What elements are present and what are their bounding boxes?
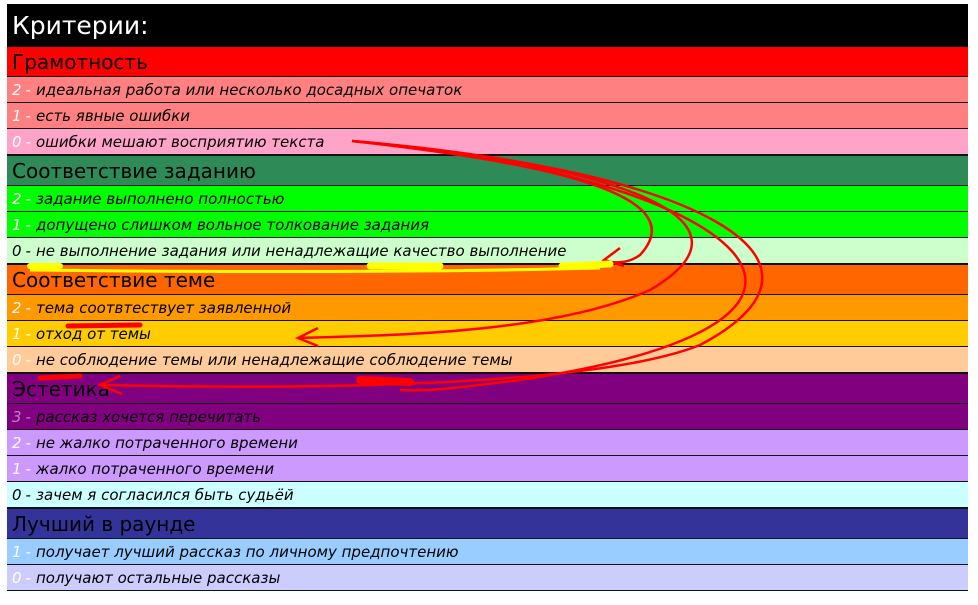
criterion-separator: - [25,350,31,369]
criterion-separator: - [25,459,31,478]
criterion-row: 1-есть явные ошибки [7,103,968,129]
criterion-score: 1 [12,459,22,478]
criterion-separator: - [25,568,31,587]
criterion-separator: - [25,132,31,151]
criterion-separator: - [25,298,31,317]
criterion-score: 1 [12,542,22,561]
criterion-score: 0 [12,241,22,260]
criterion-separator: - [25,407,31,426]
criterion-row: 2-идеальная работа или несколько досадны… [7,77,968,103]
criterion-row: 0-ошибки мешают восприятию текста [7,129,968,155]
criterion-score: 1 [12,215,22,234]
page-title: Критерии: [7,4,968,46]
section-header: Эстетика [7,373,968,404]
criterion-row: 2-задание выполнено полностью [7,186,968,212]
criterion-separator: - [25,485,31,504]
section-header: Лучший в раунде [7,508,968,539]
criterion-separator: - [25,542,31,561]
section-title: Эстетика [12,376,110,401]
criterion-score: 1 [12,324,22,343]
criterion-score: 2 [12,189,22,208]
criterion-row: 2-тема соотвтествует заявленной [7,295,968,321]
criterion-text: получает лучший рассказ по личному предп… [35,542,459,561]
criterion-separator: - [25,215,31,234]
section-header: Соответствие теме [7,264,968,295]
criterion-text: не выполнение задания или ненадлежащие к… [35,241,567,260]
criterion-row: 2-не жалко потраченного времени [7,430,968,456]
criterion-score: 2 [12,80,22,99]
criterion-text: отход от темы [35,324,151,343]
criterion-separator: - [25,241,31,260]
section-title: Грамотность [12,49,148,74]
criterion-text: жалко потраченного времени [35,459,275,478]
criterion-score: 0 [12,568,22,587]
criterion-row: 0-зачем я согласился быть судьёй [7,482,968,508]
criterion-separator: - [25,324,31,343]
criterion-text: идеальная работа или несколько досадных … [35,80,463,99]
criterion-text: рассказ хочется перечитать [35,407,261,426]
criterion-score: 0 [12,132,22,151]
criterion-text: задание выполнено полностью [35,189,285,208]
section-title: Соответствие заданию [12,158,256,183]
criterion-score: 0 [12,485,22,504]
criterion-text: зачем я согласился быть судьёй [35,485,294,504]
criterion-separator: - [25,189,31,208]
criterion-text: ошибки мешают восприятию текста [35,132,325,151]
criterion-row: 0-не соблюдение темы или ненадлежащие со… [7,347,968,373]
criterion-row: 1-отход от темы [7,321,968,347]
criterion-score: 3 [12,407,22,426]
criterion-row: 3-рассказ хочется перечитать [7,404,968,430]
section-title: Лучший в раунде [12,511,196,536]
criterion-text: получают остальные рассказы [35,568,281,587]
criterion-text: есть явные ошибки [35,106,191,125]
criterion-row: 0-не выполнение задания или ненадлежащие… [7,238,968,264]
criterion-text: тема соотвтествует заявленной [35,298,292,317]
criterion-separator: - [25,80,31,99]
criterion-separator: - [25,106,31,125]
criterion-row: 1-допущено слишком вольное толкование за… [7,212,968,238]
criterion-row: 1-жалко потраченного времени [7,456,968,482]
criterion-row: 0-получают остальные рассказы [7,565,968,591]
criterion-separator: - [25,433,31,452]
criterion-score: 0 [12,350,22,369]
criterion-text: не соблюдение темы или ненадлежащие собл… [35,350,513,369]
section-header: Соответствие заданию [7,155,968,186]
criterion-row: 1-получает лучший рассказ по личному пре… [7,539,968,565]
criterion-text: допущено слишком вольное толкование зада… [35,215,430,234]
criterion-score: 2 [12,298,22,317]
criterion-score: 1 [12,106,22,125]
criterion-score: 2 [12,433,22,452]
criterion-text: не жалко потраченного времени [35,433,298,452]
section-title: Соответствие теме [12,267,216,292]
section-header: Грамотность [7,46,968,77]
